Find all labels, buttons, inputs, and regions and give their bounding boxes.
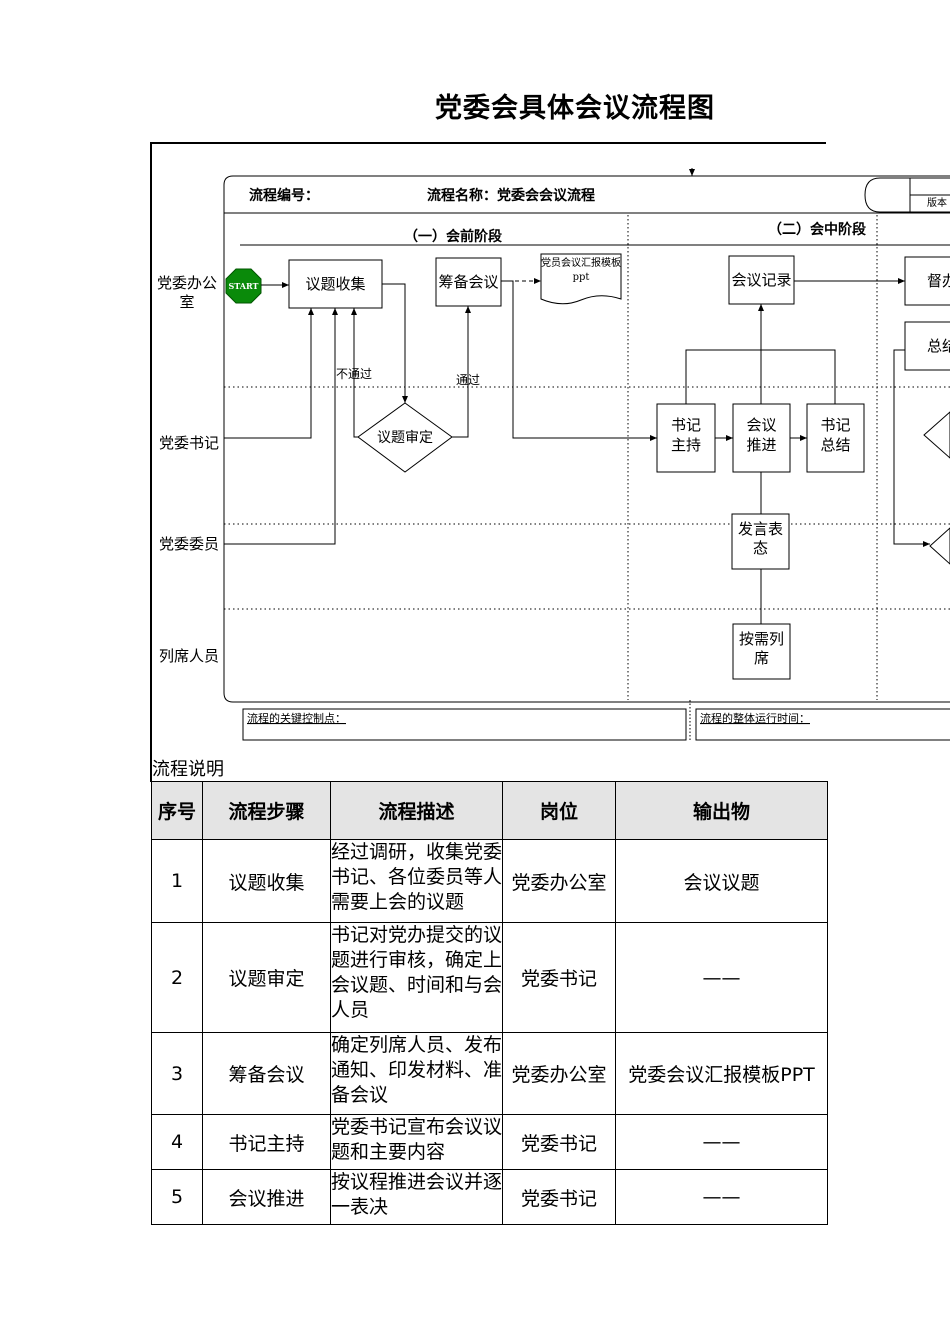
- cell-desc: 确定列席人员、发布通知、印发材料、准备会议: [330, 1032, 503, 1115]
- node-prepare-label: 筹备会议: [438, 273, 498, 291]
- diamond-partial-2: [929, 527, 950, 565]
- cell-output: ——: [615, 1114, 828, 1170]
- node-summary: [904, 321, 950, 371]
- cell-step: 会议推进: [202, 1169, 331, 1225]
- col-step: 流程步骤: [202, 781, 331, 840]
- cell-output: ——: [615, 1169, 828, 1225]
- cell-step: 议题审定: [202, 922, 331, 1033]
- table-row: 5 会议推进 按议程推进会议并逐一表决 党委书记 ——: [151, 1169, 828, 1225]
- cell-no: 1: [151, 839, 203, 923]
- edge-pass-label: 通过: [456, 373, 480, 387]
- run-time-label: 流程的整体运行时间：: [700, 711, 810, 725]
- node-supervise: [904, 256, 950, 306]
- cell-output: 会议议题: [615, 839, 828, 923]
- cell-step: 筹备会议: [202, 1032, 331, 1115]
- process-table: 序号 流程步骤 流程描述 岗位 输出物 1 议题收集 经过调研，收集党委书记、各…: [151, 781, 828, 1225]
- node-summary-label: 总结: [927, 337, 950, 355]
- cell-no: 2: [151, 922, 203, 1033]
- key-control-box: [242, 708, 687, 741]
- diamond-partial-1: [923, 411, 950, 459]
- phase-during: （二）会中阶段: [768, 221, 866, 238]
- cell-desc: 书记对党办提交的议题进行审核，确定上会议题、时间和与会人员: [330, 922, 503, 1033]
- phase-before: （一）会前阶段: [404, 228, 502, 245]
- node-conclude: [806, 403, 865, 473]
- cell-no: 4: [151, 1114, 203, 1170]
- lane-member: 党委委员: [158, 535, 219, 553]
- flow-name-label: 流程名称：党委会会议流程: [427, 187, 595, 204]
- flowchart: 流程编号： 流程名称：党委会会议流程 版本 （一）会前阶段 （二）会中阶段 ST…: [223, 168, 950, 742]
- node-ppt-doc: [540, 253, 622, 305]
- start-node: [225, 268, 262, 304]
- table-header-row: 序号 流程步骤 流程描述 岗位 输出物: [151, 781, 828, 840]
- table-row: 4 书记主持 党委书记宣布会议议题和主要内容 党委书记 ——: [151, 1114, 828, 1170]
- cell-role: 党委书记: [502, 922, 616, 1033]
- node-speak: [731, 513, 790, 570]
- node-advance: [732, 403, 791, 473]
- cell-output: 党委会议汇报模板PPT: [615, 1032, 828, 1115]
- cell-desc: 党委书记宣布会议议题和主要内容: [330, 1114, 503, 1170]
- version-label: 版本: [927, 196, 947, 209]
- col-output: 输出物: [615, 781, 828, 840]
- node-record: [728, 255, 795, 305]
- cell-desc: 按议程推进会议并逐一表决: [330, 1169, 503, 1225]
- cell-role: 党委办公室: [502, 1032, 616, 1115]
- node-host-label: 书记主持: [670, 416, 701, 454]
- node-supervise-label: 督办: [927, 272, 950, 290]
- table-row: 2 议题审定 书记对党办提交的议题进行审核，确定上会议题、时间和与会人员 党委书…: [151, 922, 828, 1033]
- col-role: 岗位: [502, 781, 616, 840]
- cell-desc: 经过调研，收集党委书记、各位委员等人需要上会的议题: [330, 839, 503, 923]
- cell-role: 党委书记: [502, 1169, 616, 1225]
- node-advance-label: 会议推进: [746, 416, 777, 454]
- cell-step: 书记主持: [202, 1114, 331, 1170]
- flow-code-label: 流程编号：: [249, 187, 319, 204]
- key-control-label: 流程的关键控制点：: [247, 711, 346, 725]
- node-prepare: [435, 257, 502, 307]
- cell-no: 3: [151, 1032, 203, 1115]
- col-no: 序号: [151, 781, 203, 840]
- table-row: 3 筹备会议 确定列席人员、发布通知、印发材料、准备会议 党委办公室 党委会议汇…: [151, 1032, 828, 1115]
- flowchart-frame: [150, 142, 826, 782]
- node-review-label: 议题审定: [377, 430, 433, 446]
- node-attend-label: 按需列席: [738, 630, 784, 667]
- section-title: 流程说明: [152, 759, 224, 780]
- cell-step: 议题收集: [202, 839, 331, 923]
- node-conclude-label: 书记总结: [820, 416, 851, 454]
- cell-role: 党委书记: [502, 1114, 616, 1170]
- table-row: 1 议题收集 经过调研，收集党委书记、各位委员等人需要上会的议题 党委办公室 会…: [151, 839, 828, 923]
- node-record-label: 会议记录: [731, 271, 791, 289]
- swimlane-panel: [223, 175, 950, 703]
- node-attend: [732, 623, 791, 680]
- edge-reject-label: 不通过: [336, 367, 372, 381]
- col-desc: 流程描述: [330, 781, 503, 840]
- cell-output: ——: [615, 922, 828, 1033]
- page-title: 党委会具体会议流程图: [435, 93, 715, 124]
- node-collect-label: 议题收集: [305, 275, 365, 293]
- cell-no: 5: [151, 1169, 203, 1225]
- version-box: [864, 177, 950, 213]
- cell-role: 党委办公室: [502, 839, 616, 923]
- run-time-box: [695, 708, 950, 741]
- node-review: [357, 402, 453, 473]
- start-label: START: [229, 281, 259, 291]
- node-ppt-doc-label: 党员会议汇报模板ppt: [541, 258, 621, 283]
- lane-attendee: 列席人员: [158, 647, 219, 665]
- lane-office: 党委办公室: [156, 274, 217, 311]
- node-speak-label: 发言表态: [737, 520, 783, 557]
- lane-secretary: 党委书记: [158, 434, 219, 452]
